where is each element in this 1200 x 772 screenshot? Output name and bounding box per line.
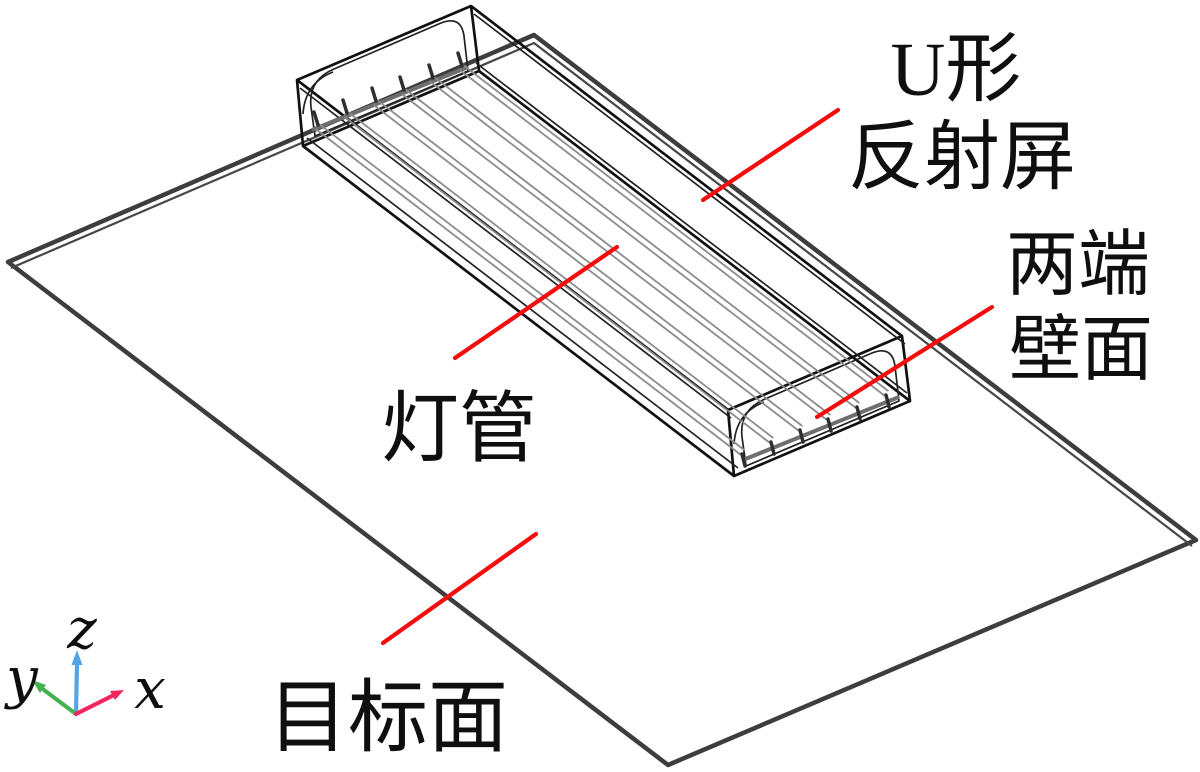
leader-lines xyxy=(380,107,995,646)
axis-y-arrow xyxy=(41,687,79,717)
leader-end-walls xyxy=(814,304,995,420)
axis-label-x: x xyxy=(134,657,166,722)
tube-pin-right-1 xyxy=(740,452,747,468)
label-end-walls-line2: 壁面 xyxy=(1009,310,1153,390)
box-inner-far-bottom xyxy=(475,62,908,394)
left-wall-inner-profile xyxy=(309,19,469,137)
target-plane-inner-edge xyxy=(10,41,1193,547)
tube-pin-right-6 xyxy=(884,393,891,409)
box-inner-far-top xyxy=(473,13,906,345)
left-tube-rim xyxy=(311,65,469,132)
lamp-tube-6 xyxy=(459,64,889,397)
box-edge-far-top xyxy=(470,4,903,338)
axis-x-arrowhead xyxy=(110,690,124,700)
tube-pin-right-5 xyxy=(855,405,862,421)
right-tube-rim xyxy=(742,395,900,462)
axis-label-z: z xyxy=(66,597,97,662)
left-wall-corner-arc xyxy=(302,71,334,115)
leader-reflector xyxy=(700,107,841,203)
right-wall-corner-arc xyxy=(733,401,765,445)
tube-pin-right-3 xyxy=(798,428,805,444)
lamp-tube-5 xyxy=(430,76,860,409)
tube-rims xyxy=(311,65,900,462)
tube-pin-right-4 xyxy=(826,417,833,433)
leader-lamp-tube xyxy=(452,244,620,361)
target-plane-thickness xyxy=(10,41,1193,547)
tube-pin-left-6 xyxy=(456,51,464,68)
label-end-walls-line1: 两端 xyxy=(1006,225,1150,305)
label-reflector-line2: 反射屏 xyxy=(848,116,1076,200)
lamp-tube-2 xyxy=(344,111,774,444)
lamp-tubes xyxy=(315,64,889,456)
lamp-tube-1 xyxy=(315,123,745,456)
tube-pin-left-1 xyxy=(312,110,320,127)
axis-y-arrowhead xyxy=(32,680,46,693)
right-wall-inner-profile xyxy=(740,349,900,467)
tube-pin-right-2 xyxy=(769,440,776,456)
lamp-tube-pins xyxy=(312,51,891,468)
box-inner-near-bottom xyxy=(306,137,739,469)
tube-pin-left-5 xyxy=(427,63,435,80)
axis-label-y: y xyxy=(3,646,39,711)
axis-z-arrow xyxy=(73,660,80,717)
label-reflector-line1: U形 xyxy=(891,28,1022,112)
axis-triad: z y x xyxy=(3,597,166,722)
box-edge-near-bottom xyxy=(302,144,735,478)
axis-x-arrow xyxy=(73,693,115,717)
tube-pin-left-3 xyxy=(370,86,378,103)
axis-z-arrowhead xyxy=(71,650,83,665)
reflector-box-inner xyxy=(299,13,908,469)
box-edge-far-bottom xyxy=(478,69,911,403)
leader-target-surface xyxy=(380,531,539,646)
box-inner-near-top xyxy=(299,87,732,419)
tube-pin-left-4 xyxy=(398,75,406,92)
label-lamp-tube: 灯管 xyxy=(381,385,537,472)
label-target-surface: 目标面 xyxy=(268,675,508,763)
lamp-tube-4 xyxy=(401,88,831,421)
tube-pin-left-2 xyxy=(341,98,349,115)
